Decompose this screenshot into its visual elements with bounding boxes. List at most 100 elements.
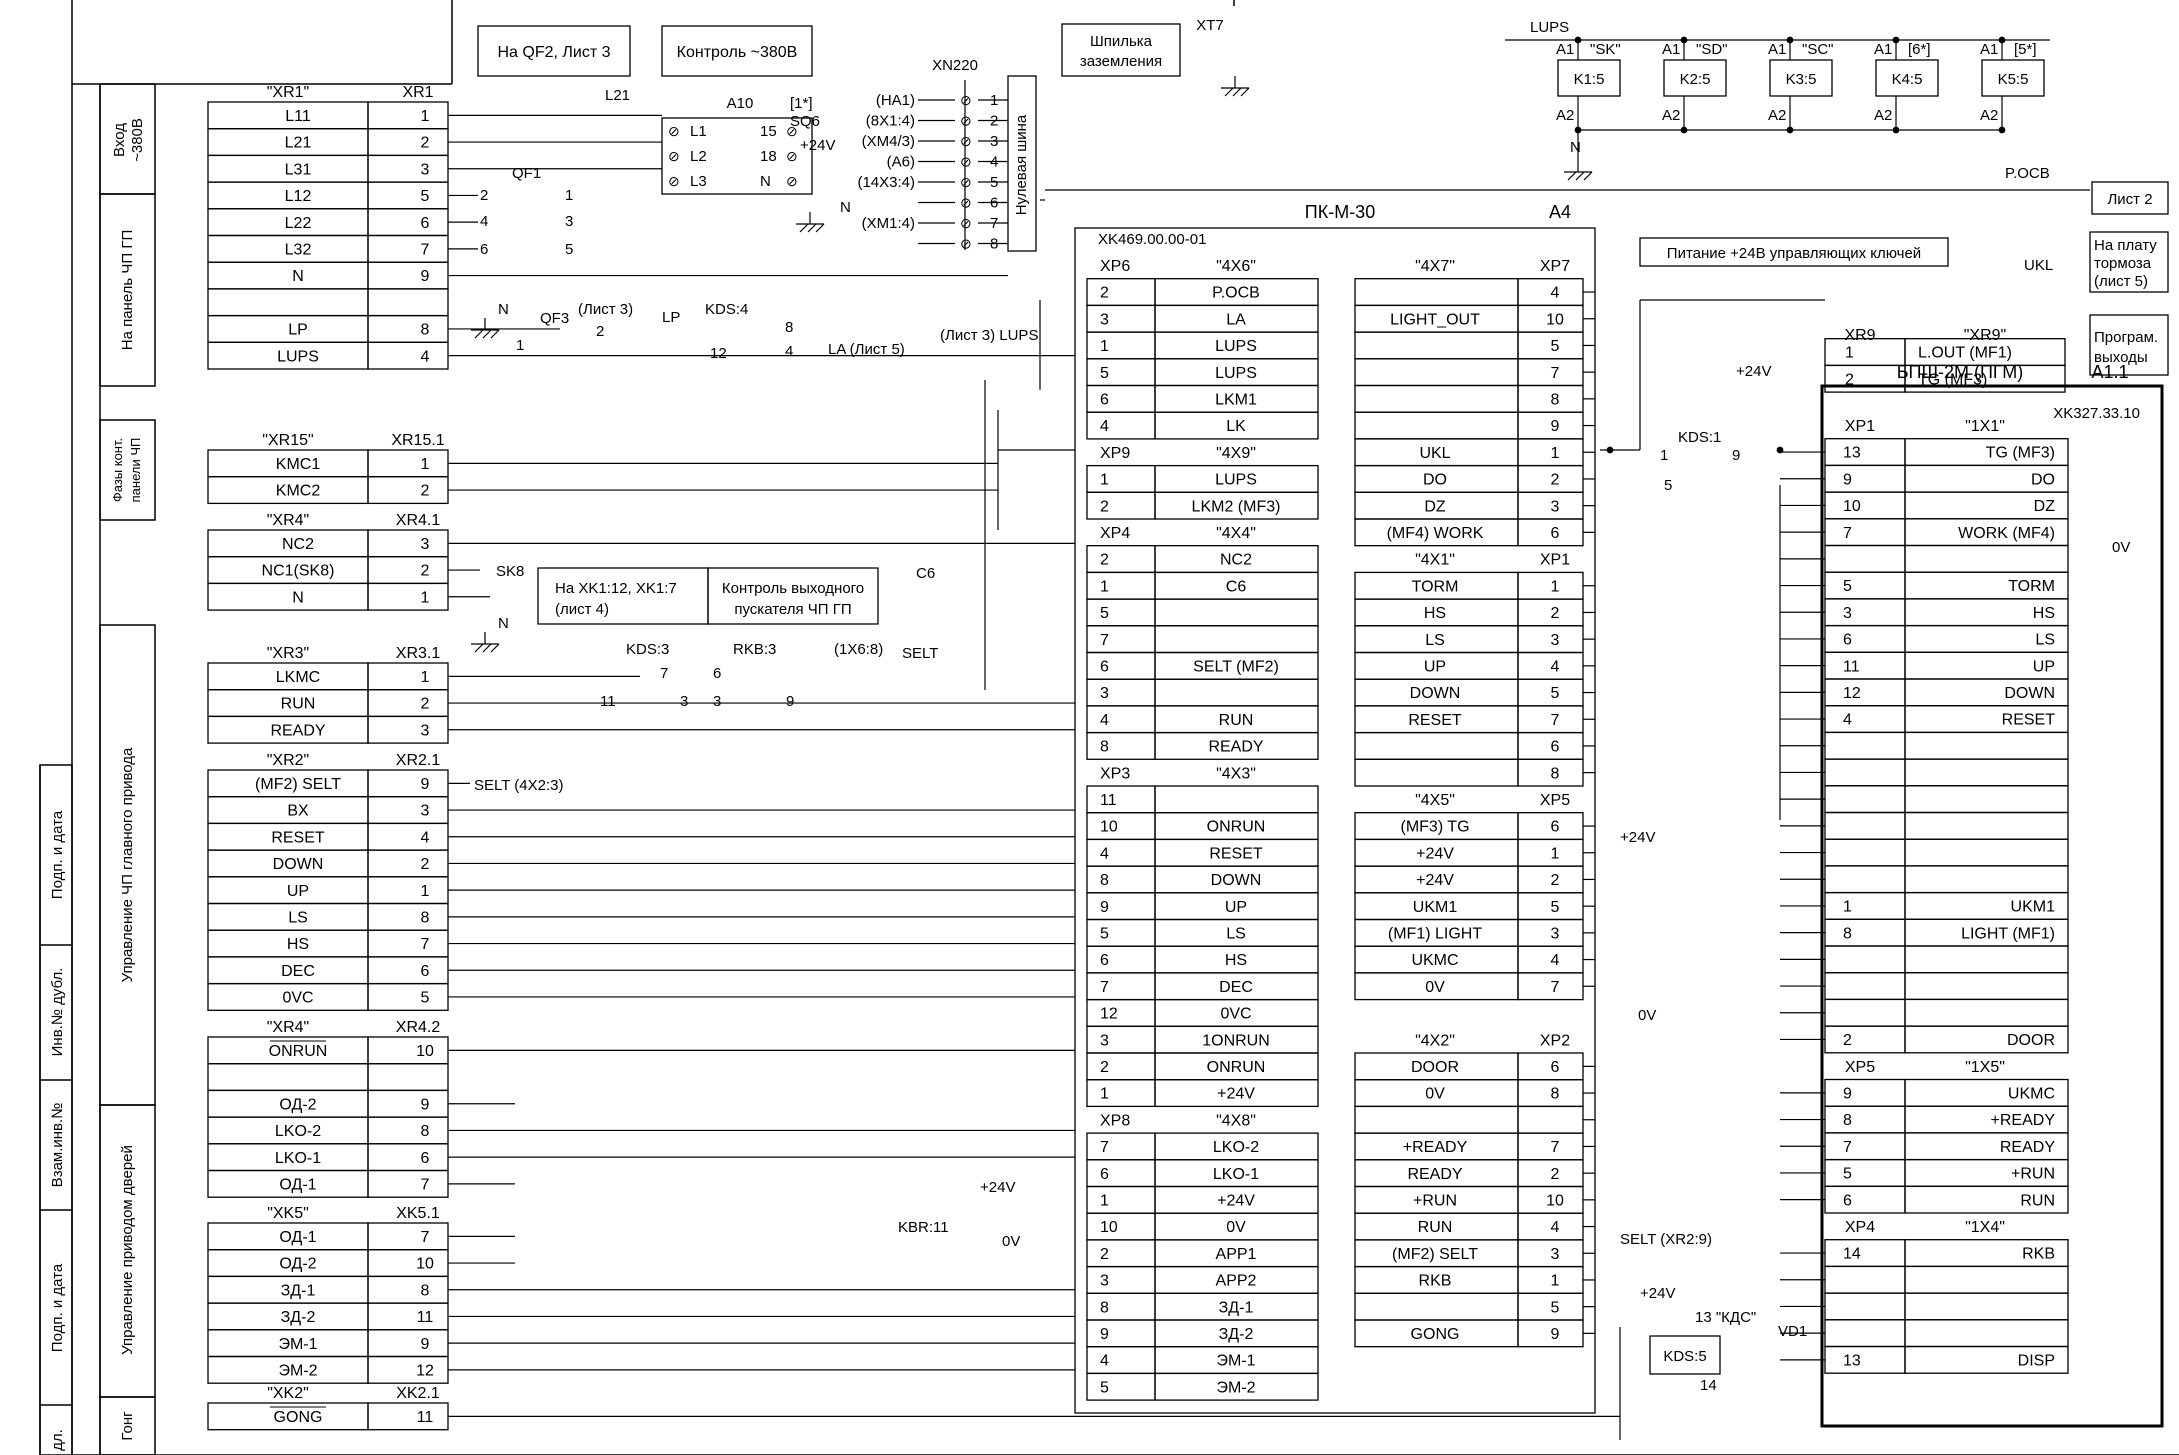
qf3-sheet: (Лист 3) <box>578 301 633 318</box>
kds3-label: KDS:3 <box>626 641 669 658</box>
xk1-note-2: (лист 4) <box>555 601 609 618</box>
left-table-cell <box>367 1275 449 1304</box>
left-table-cell <box>367 956 449 985</box>
left-terminal-name: N <box>292 268 304 285</box>
left-terminal-name: ONRUN <box>269 1043 328 1060</box>
side-label-gong: Гонг <box>119 1411 136 1441</box>
left-terminal-name: ЗД-2 <box>281 1309 316 1326</box>
a10-title: A10 <box>727 95 754 112</box>
left-terminal-name: RESET <box>271 829 325 846</box>
pk-right-pin: 6 <box>1551 525 1560 542</box>
pk-left-pin: 2 <box>1100 552 1109 569</box>
pk-right-connector: XP5 <box>1540 792 1570 809</box>
terminal-symbol: ⊘ <box>960 236 972 252</box>
bpsh-pin: 6 <box>1843 632 1852 649</box>
pk-left-cell <box>1154 411 1319 440</box>
n-label-2: N <box>498 615 509 632</box>
pk-right-signal: READY <box>1407 1166 1462 1183</box>
side-label-phase-control: Фазы конт. <box>110 438 125 502</box>
pk-left-signal: LUPS <box>1215 472 1257 489</box>
pk-right-cell <box>1354 411 1519 440</box>
left-terminal-number: 10 <box>416 1256 434 1273</box>
kds5-box <box>1649 1335 1721 1375</box>
ground <box>482 643 492 653</box>
left-terminal-number: 9 <box>421 268 430 285</box>
left-table-connector: XR4.1 <box>396 512 441 529</box>
kds1-label: KDS:1 <box>1678 429 1721 446</box>
terminal-symbol: ⊘ <box>960 215 972 231</box>
ground-pin-1: Шпилька <box>1090 33 1153 50</box>
p24v-label-2: +24V <box>1620 829 1655 846</box>
left-terminal-name: UP <box>287 883 309 900</box>
bpsh-cell <box>1824 731 1906 760</box>
terminal-symbol: ⊘ <box>668 123 680 139</box>
ground <box>1240 87 1250 97</box>
pk-left-signal: LKM2 (MF3) <box>1192 498 1281 515</box>
left-table-header: "XR2" <box>267 752 309 769</box>
kds3-pin: 3 <box>680 693 688 710</box>
left-table-connector: XR3.1 <box>396 645 441 662</box>
ov-label-3: 0V <box>2112 539 2130 556</box>
pk-left-pin: 9 <box>1100 899 1109 916</box>
left-table-header: "XR3" <box>267 645 309 662</box>
bpsh-cell <box>1824 544 1906 573</box>
pk-left-signal: DOWN <box>1211 872 1262 889</box>
left-table-cell <box>367 208 449 237</box>
pk-right-signal: LS <box>1425 632 1445 649</box>
pk-right-pin: 3 <box>1551 926 1560 943</box>
pk-left-pin: 1 <box>1100 1193 1109 1210</box>
brake-board-1: На плату <box>2094 237 2157 254</box>
pk-left-cell <box>1086 1292 1156 1321</box>
left-terminal-number: 6 <box>421 963 430 980</box>
pk-right-signal: DO <box>1423 472 1447 489</box>
bpsh-signal: TG (MF3) <box>1986 445 2055 462</box>
left-terminal-number: 3 <box>421 536 430 553</box>
qf1-pin: 6 <box>480 241 488 258</box>
bpsh-cell <box>1824 705 1906 734</box>
left-table-header: "XR1" <box>267 84 309 101</box>
output-contactor-box <box>707 567 879 625</box>
relay-name: K3:5 <box>1786 71 1817 88</box>
pk-right-pin: 2 <box>1551 1166 1560 1183</box>
pk-right-pin: 1 <box>1551 1273 1560 1290</box>
control-380-box <box>661 25 813 77</box>
terminal-symbol: ⊘ <box>786 173 798 189</box>
bpsh-cell <box>1904 945 2069 974</box>
pk-right-pin: 8 <box>1551 1086 1560 1103</box>
bpsh-cell <box>1824 651 1906 680</box>
kds4-pin: 8 <box>785 319 793 336</box>
bpsh-pin: 13 <box>1843 1353 1861 1370</box>
pk-left-pin: 7 <box>1100 979 1109 996</box>
xr9-pin: 1 <box>1845 345 1854 362</box>
left-table-cell <box>367 1036 449 1065</box>
pk-right-pin: 4 <box>1551 952 1560 969</box>
kds4-label: KDS:4 <box>705 301 748 318</box>
bpsh-signal: RKB <box>2022 1246 2055 1263</box>
pk-left-signal: LK <box>1226 418 1246 435</box>
xr9-connector: XR9 <box>1844 327 1875 344</box>
pk-right-header: "4X7" <box>1415 258 1455 275</box>
pk-right-pin: 1 <box>1551 845 1560 862</box>
power-24v-box <box>1639 237 1949 267</box>
junction-dot <box>1786 36 1794 44</box>
left-terminal-name: READY <box>270 722 325 739</box>
pk-left-signal: NC2 <box>1220 552 1252 569</box>
ground <box>490 329 500 339</box>
left-table-cell <box>367 1302 449 1331</box>
pk-right-header: "4X1" <box>1415 552 1455 569</box>
bpsh-signal: DOWN <box>2004 685 2055 702</box>
pk-left-pin: 3 <box>1100 311 1109 328</box>
left-table-cell <box>207 261 369 290</box>
qf3-label: QF3 <box>540 310 569 327</box>
relay-a2: A2 <box>1662 107 1680 124</box>
rkb3-pin: 9 <box>786 693 794 710</box>
relay-coil <box>1557 59 1621 97</box>
bpsh-cell <box>1824 1158 1906 1187</box>
relay-coil <box>1663 59 1727 97</box>
pk-left-cell <box>1086 705 1156 734</box>
left-terminal-name: L12 <box>285 188 312 205</box>
xk1-note-1: На XK1:12, XK1:7 <box>555 580 677 597</box>
lp-label: LP <box>662 309 680 326</box>
left-terminal-number: 1 <box>421 108 430 125</box>
pk-right-pin: 1 <box>1551 578 1560 595</box>
